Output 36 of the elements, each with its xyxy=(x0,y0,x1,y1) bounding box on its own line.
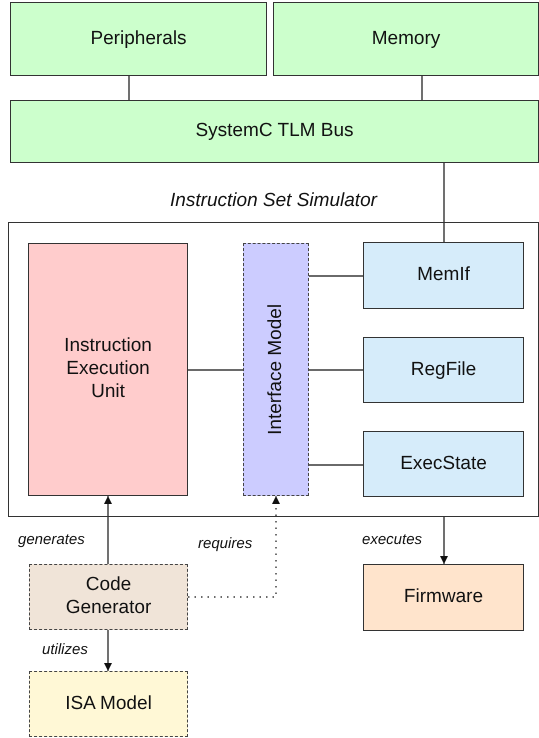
component-box xyxy=(10,2,267,76)
container-title: Instruction Set Simulator xyxy=(169,190,378,213)
box-label: Memory xyxy=(372,28,440,50)
edge-label: generates xyxy=(18,531,85,548)
connector-line xyxy=(188,369,243,371)
bus-box xyxy=(10,100,539,163)
box-label: Firmware xyxy=(404,586,484,609)
connector-line xyxy=(128,76,130,100)
connector-line xyxy=(309,275,363,277)
box-label: Instruction Execution Unit xyxy=(63,335,153,404)
execution-unit-box xyxy=(28,243,188,496)
model-box xyxy=(29,671,188,737)
arrow xyxy=(104,630,112,671)
box-label: Peripherals xyxy=(90,28,187,50)
connector-line xyxy=(421,76,423,100)
box-label: ISA Model xyxy=(65,692,152,716)
arrow xyxy=(188,496,280,598)
box-label: ExecState xyxy=(400,452,487,476)
interface-box xyxy=(243,243,309,496)
component-box xyxy=(363,431,524,497)
component-box xyxy=(363,337,524,403)
box-label: RegFile xyxy=(410,358,476,382)
component-box xyxy=(363,242,524,309)
connector-line xyxy=(309,369,363,371)
firmware-box xyxy=(363,564,524,631)
generator-box xyxy=(29,564,188,630)
box-label: Code Generator xyxy=(64,574,152,620)
connector-line xyxy=(309,464,363,466)
box-label: Interface Model xyxy=(264,304,287,435)
box-label: SystemC TLM Bus xyxy=(195,120,354,143)
arrow xyxy=(104,496,112,564)
component-box xyxy=(273,2,539,76)
connector-line xyxy=(443,163,445,242)
box-label: MemIf xyxy=(417,264,470,287)
arrow xyxy=(440,517,448,564)
edge-label: requires xyxy=(198,535,252,552)
